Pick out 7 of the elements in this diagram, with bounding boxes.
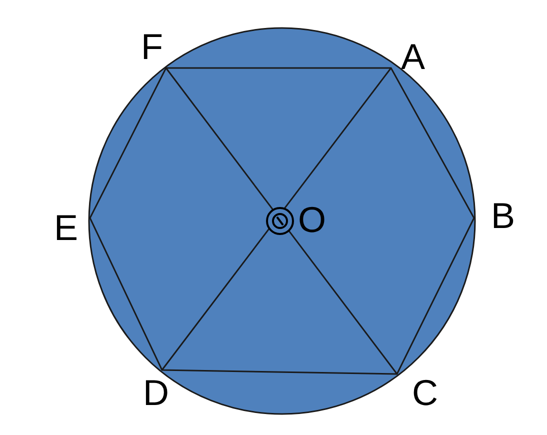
point-label: C (412, 375, 438, 411)
point-label: B (491, 198, 515, 234)
point-label: A (401, 39, 425, 75)
point-label: F (141, 29, 163, 65)
point-label: D (143, 375, 169, 411)
point-label: E (54, 210, 78, 246)
point-label: O (298, 202, 326, 238)
